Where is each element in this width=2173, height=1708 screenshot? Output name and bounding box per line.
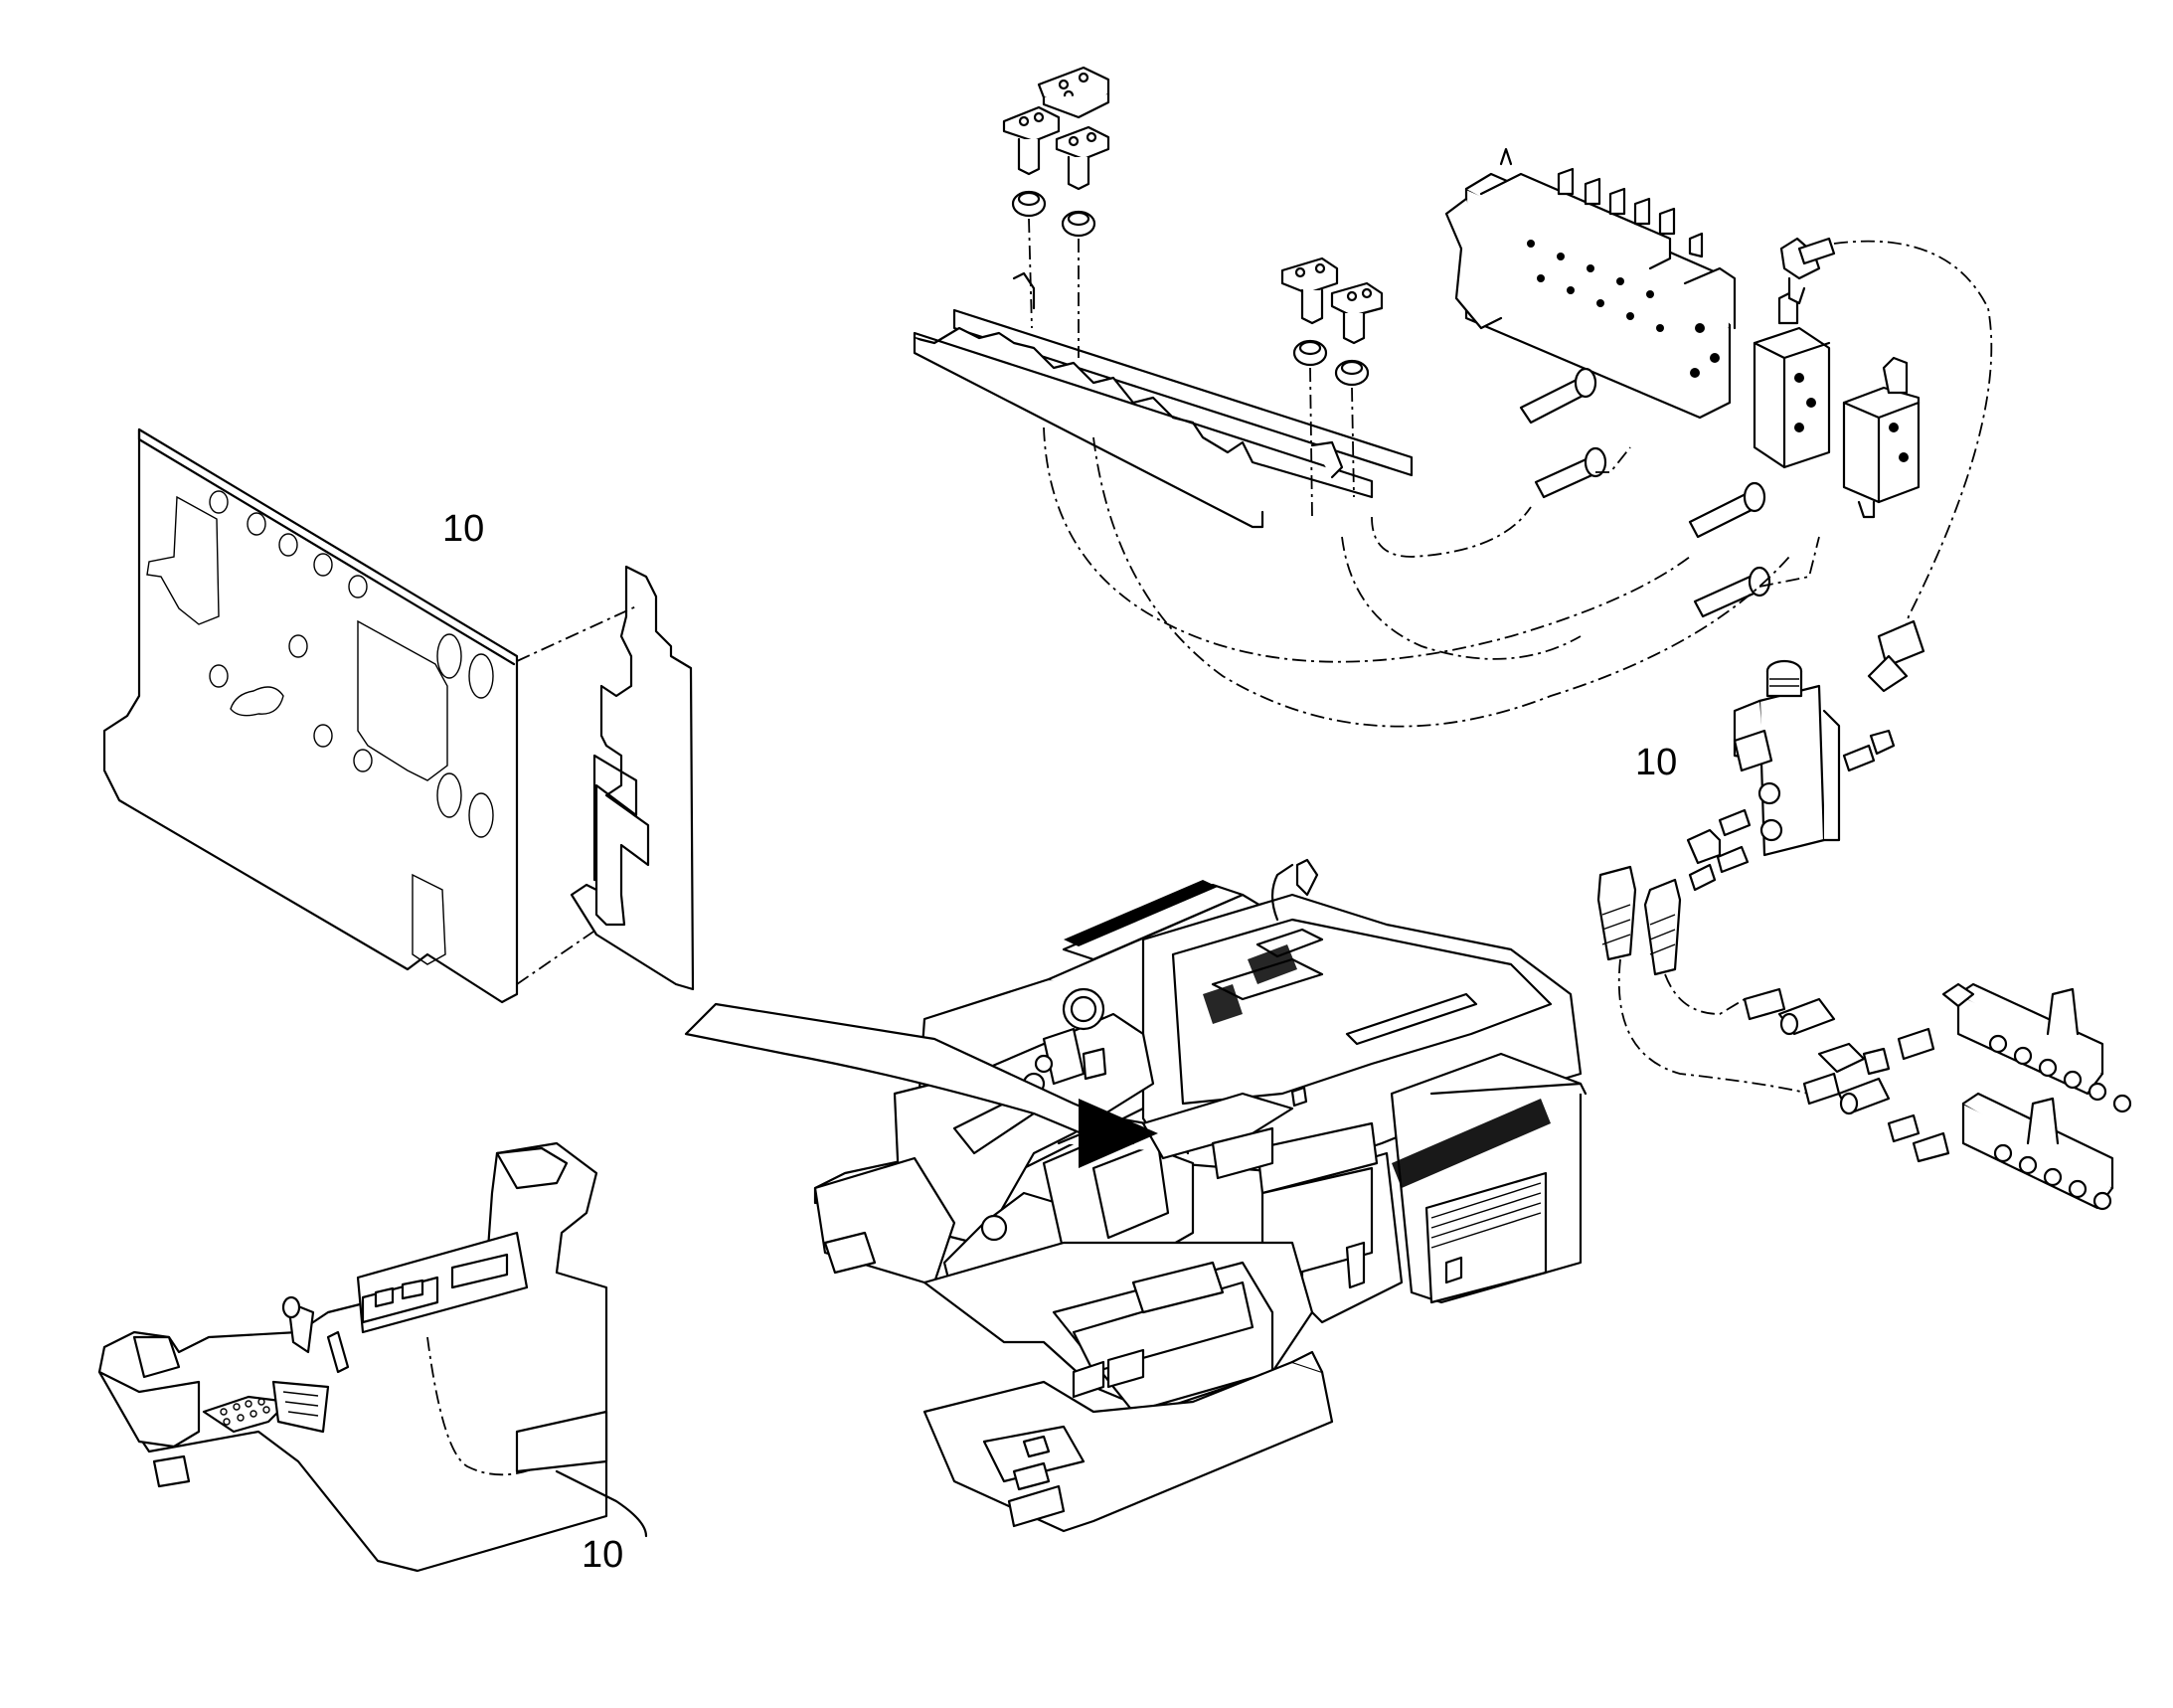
mounting-panel bbox=[102, 427, 519, 1004]
hose-pair-lower bbox=[1596, 808, 1752, 976]
manifold-upper bbox=[1743, 982, 2132, 1113]
control-lever-left bbox=[1002, 66, 1110, 238]
lower-frame bbox=[813, 1156, 1334, 1533]
pilot-block bbox=[1753, 291, 1921, 519]
hose-fitting-top bbox=[1779, 237, 1836, 305]
location-arrow bbox=[684, 1002, 1158, 1168]
control-valve bbox=[1444, 147, 1737, 420]
control-console bbox=[97, 1141, 648, 1573]
callout-label-valve: 10 bbox=[1635, 742, 1678, 783]
callout-label-console: 10 bbox=[582, 1534, 624, 1576]
callout-label-panel: 10 bbox=[442, 508, 485, 550]
pipe-group bbox=[1519, 367, 1771, 618]
bracket-plate bbox=[570, 565, 695, 991]
manifold-lower bbox=[1802, 1072, 2114, 1211]
control-lever-right bbox=[1280, 256, 1384, 387]
solenoid-valve bbox=[1733, 619, 1925, 857]
support-rail bbox=[913, 271, 1414, 529]
